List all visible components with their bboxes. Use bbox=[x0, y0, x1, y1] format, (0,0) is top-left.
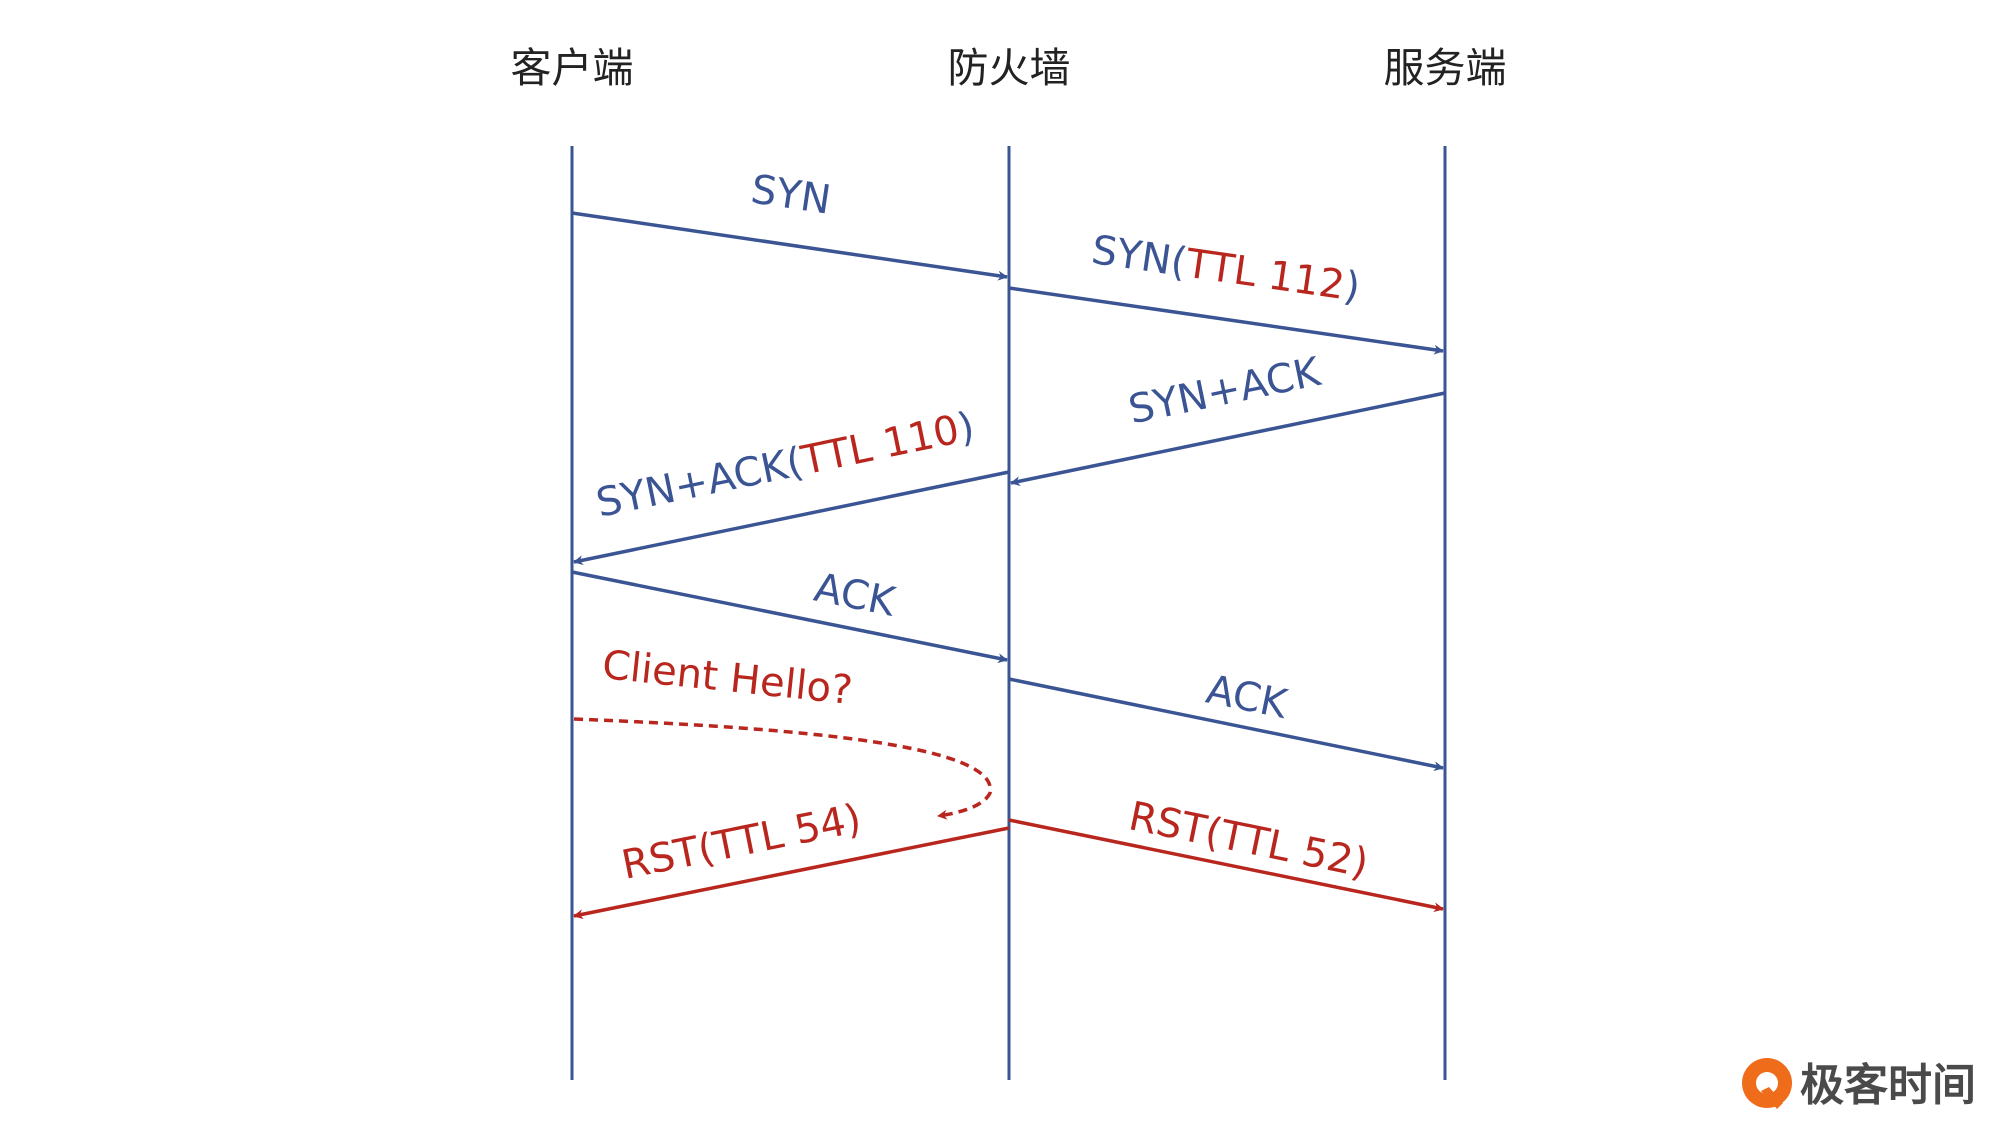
arrow-syn-client-to-firewall bbox=[571, 211, 1008, 281]
actor-firewall-label: 防火墙 bbox=[948, 44, 1071, 92]
msg-syn-ttl112-suffix: ) bbox=[1341, 263, 1363, 311]
arrow-synack-firewall-to-client bbox=[573, 470, 1010, 566]
msg-ack-label-1: ACK bbox=[810, 565, 900, 626]
arrow-ack-firewall-to-server bbox=[1008, 677, 1444, 772]
arrow-ack-client-to-firewall bbox=[571, 570, 1008, 664]
msg-synack-ttl110-highlight: TTL 110 bbox=[797, 407, 964, 485]
arrow-rst-firewall-to-server bbox=[1008, 818, 1444, 913]
actor-client-label: 客户端 bbox=[511, 44, 634, 92]
msg-syn-ttl112-label: SYN(TTL 112) bbox=[1089, 227, 1363, 311]
brand-name: 极客时间 bbox=[1800, 1060, 1976, 1111]
msg-syn-ttl112-prefix: SYN( bbox=[1089, 227, 1190, 286]
arrow-syn-firewall-to-server bbox=[1008, 286, 1444, 355]
msg-synack-ttl110-prefix: SYN+ACK( bbox=[592, 439, 807, 527]
msg-synack-label: SYN+ACK bbox=[1125, 349, 1326, 434]
msg-client-hello-label: Client Hello? bbox=[600, 642, 855, 714]
msg-rst-ttl54-label: RST(TTL 54) bbox=[618, 796, 865, 889]
arrow-rst-firewall-to-client bbox=[573, 826, 1010, 920]
msg-ack-label-2: ACK bbox=[1202, 667, 1292, 729]
msg-synack-ttl110-label: SYN+ACK(TTL 110) bbox=[592, 404, 978, 527]
msg-syn-ttl112-highlight: TTL 112 bbox=[1182, 241, 1347, 309]
msg-rst-ttl52-label: RST(TTL 52) bbox=[1125, 793, 1372, 887]
arrow-synack-server-to-firewall bbox=[1010, 391, 1446, 487]
actor-server-label: 服务端 bbox=[1384, 44, 1507, 92]
geektime-logo-icon bbox=[1742, 1058, 1792, 1109]
msg-syn-label: SYN bbox=[748, 167, 834, 224]
arrow-client-hello-dashed bbox=[573, 717, 992, 820]
